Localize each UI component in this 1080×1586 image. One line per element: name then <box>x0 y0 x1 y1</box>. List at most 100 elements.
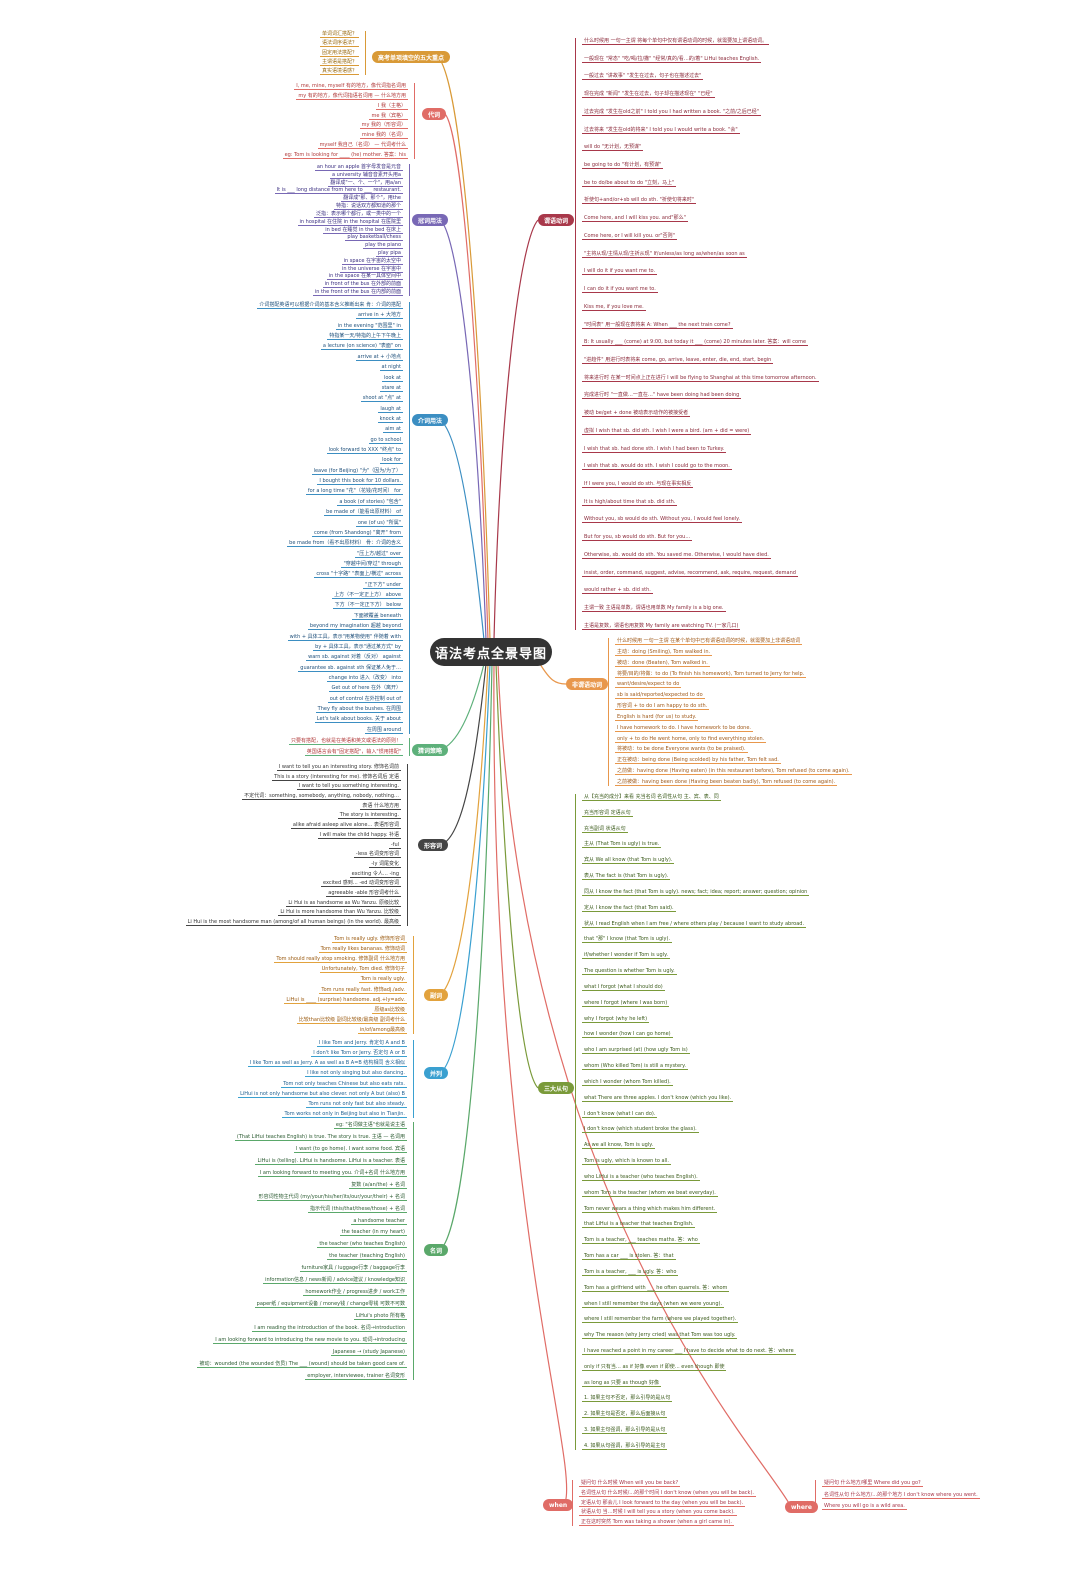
leaf-node[interactable]: 之前做：having done (Having eaten) (in this … <box>615 768 852 776</box>
leaf-node[interactable]: in the front of the bus 在内部的前面 <box>312 289 403 296</box>
leaf-node[interactable]: 比较than比较级 副词比较级/最高级 副词考什么 <box>296 1016 407 1024</box>
leaf-node[interactable]: as long as 只要 as though 好像 <box>582 1379 662 1387</box>
leaf-node[interactable]: a book (of stories) "包含" <box>337 498 403 506</box>
branch-parallel[interactable]: 并列 <box>424 1067 449 1079</box>
leaf-node[interactable]: (That LiHui teaches English) is true. Th… <box>234 1133 407 1141</box>
leaf-node[interactable]: Tom has a girlfriend with ___ he often q… <box>582 1284 730 1292</box>
leaf-node[interactable]: 不定代词：something, somebody, anything, nobo… <box>242 793 401 801</box>
leaf-node[interactable]: 主谓一致 主语是单数，谓语也用单数 My family is a big one… <box>582 605 726 612</box>
leaf-node[interactable]: cross "十字路" "表面上/横过" across <box>314 571 403 579</box>
leaf-node[interactable]: "正下方" under <box>363 581 403 589</box>
leaf-node[interactable]: play pipa <box>376 249 403 257</box>
leaf-node[interactable]: 语法词序语法？ <box>319 40 359 48</box>
leaf-node[interactable]: 疑问句 什么时候 When will you be back? <box>579 1480 681 1487</box>
leaf-node[interactable]: only + to do He went home, only to find … <box>615 735 767 743</box>
leaf-node[interactable]: change into 进入（改变） into <box>326 674 403 682</box>
leaf-node[interactable]: I have reached a point in my career ___ … <box>582 1347 796 1355</box>
leaf-node[interactable]: 宾从 We all know (that Tom is ugly). <box>582 857 675 865</box>
leaf-node[interactable]: 1. 如果主句不否定，那么引导的是从句 <box>582 1395 673 1403</box>
leaf-node[interactable]: Kiss me, if you love me. <box>582 303 646 311</box>
leaf-node[interactable]: But for you, sb would do sth. But for yo… <box>582 534 693 542</box>
leaf-node[interactable]: arrive at + 小地点 <box>355 353 403 361</box>
leaf-node[interactable]: paper纸 / equipment设备 / money钱 / change零钱… <box>254 1301 407 1309</box>
leaf-node[interactable]: 正在这时突然 Tom was taking a shower (when a g… <box>579 1519 734 1526</box>
leaf-node[interactable]: I want to tell you an interesting story.… <box>276 764 401 771</box>
leaf-node[interactable]: I am looking forward to meeting you. 介词+… <box>257 1169 407 1177</box>
leaf-node[interactable]: Let's talk about books. 关于 about <box>314 716 403 724</box>
leaf-node[interactable]: 翻译成"那、那个"，用the <box>341 195 403 203</box>
leaf-node[interactable]: Tom works not only in Beijing but also i… <box>282 1110 407 1118</box>
leaf-node[interactable]: The story is interesting. <box>337 812 401 820</box>
leaf-node[interactable]: 单词词汇搭配？ <box>319 31 359 38</box>
leaf-node[interactable]: will do "无计划，无预谋" <box>582 144 644 152</box>
leaf-node[interactable]: play the piano <box>363 242 403 250</box>
branch-adverb[interactable]: 副词 <box>424 989 449 1001</box>
leaf-node[interactable]: at night <box>379 364 403 372</box>
leaf-node[interactable]: 名词性从句 什么时候/…的那个时间 I don't know (when you… <box>579 1489 756 1497</box>
leaf-node[interactable]: 固定用法搭配？ <box>319 49 359 57</box>
leaf-node[interactable]: Come here, and I will kiss you. and"那么" <box>582 215 688 223</box>
branch-clauses[interactable]: 三大从句 <box>538 1082 575 1094</box>
leaf-node[interactable]: Otherwise, sb. would do sth. You saved m… <box>582 551 771 559</box>
leaf-node[interactable]: Tom is a teacher, ___ is ugly. 答：who <box>582 1268 679 1276</box>
leaf-node[interactable]: I will make the child happy. 补语 <box>317 831 401 839</box>
leaf-node[interactable]: leave (for Beijing) "为"（因为/为了） <box>311 467 403 475</box>
leaf-node[interactable]: with + 具体工具，表示"用某物使用" 伴随着 with <box>287 633 403 641</box>
leaf-node[interactable]: I don't know (what I can do). <box>582 1110 658 1118</box>
leaf-node[interactable]: 下方（不一定正下方） below <box>332 602 403 610</box>
leaf-node[interactable]: I want to tell you something interesting… <box>296 783 401 791</box>
leaf-node[interactable]: -ly 词尾变化 <box>369 860 401 868</box>
leaf-node[interactable]: for a long time "花"（花钱/花时间） for <box>305 488 403 496</box>
leaf-node[interactable]: I don't know (which student broke the gl… <box>582 1126 699 1134</box>
leaf-node[interactable]: why The reason (why Jerry cried) was tha… <box>582 1332 738 1340</box>
leaf-node[interactable]: Tom is ugly, which is known to all. <box>582 1158 671 1166</box>
leaf-node[interactable]: why I forgot (why he left) <box>582 1015 650 1023</box>
leaf-node[interactable]: 形容词 + to do I am happy to do sth. <box>615 703 710 711</box>
leaf-node[interactable]: 一般过去 "讲故事" "发生在过去，句子也在描述过去" <box>582 73 704 81</box>
leaf-node[interactable]: It is high/about time that sb. did sth. <box>582 498 678 506</box>
leaf-node[interactable]: I have homework to do. I have homework t… <box>615 724 754 732</box>
leaf-node[interactable]: They fly about the bushes. 在周围 <box>315 706 403 714</box>
leaf-node[interactable]: play basketball/chess <box>345 234 403 242</box>
leaf-node[interactable]: 疑问句 什么地方/哪里 Where did you go? <box>822 1480 923 1487</box>
leaf-node[interactable]: look for <box>380 457 403 465</box>
leaf-node[interactable]: what There are three apples. I don't kno… <box>582 1094 734 1102</box>
leaf-node[interactable]: I 我（主格） <box>375 102 408 110</box>
leaf-node[interactable]: It is ___ long distance from here to ___… <box>274 187 403 195</box>
leaf-node[interactable]: "时间表" 用一般现在表将来 A: When ___ the next trai… <box>582 321 733 329</box>
leaf-node[interactable]: 泛指：表示哪个都行，或一类中的一个 <box>313 210 403 218</box>
leaf-node[interactable]: laugh at <box>378 405 403 413</box>
leaf-node[interactable]: mine 我的（名词） <box>359 132 408 140</box>
leaf-node[interactable]: myself 我自己（名词） — 代词考什么 <box>317 142 408 150</box>
leaf-node[interactable]: Tom never wears a thing which makes him … <box>582 1205 718 1213</box>
leaf-node[interactable]: LiHui is not only handsome but also clev… <box>238 1090 407 1098</box>
leaf-node[interactable]: guarantee sb. against sth 保证某人免于… <box>298 664 403 672</box>
leaf-node[interactable]: only if 只有当… as if 好像 even if 即使… even t… <box>582 1363 727 1371</box>
branch-where[interactable]: where <box>785 1501 818 1513</box>
leaf-node[interactable]: my 有的地方，像代词指语名词用 — 什么地方用 <box>296 92 408 100</box>
leaf-node[interactable]: "压上方/越过" over <box>354 550 403 558</box>
leaf-node[interactable]: 特指：说话双方都知道的那个 <box>333 203 403 211</box>
leaf-node[interactable]: 定语从句 那会儿 I look forward to the day (when… <box>579 1499 746 1507</box>
leaf-node[interactable]: where I still remember the farm (where w… <box>582 1316 739 1324</box>
leaf-node[interactable]: 过去完成 "发生在old之前" I told you I had written… <box>582 108 762 116</box>
leaf-node[interactable]: whom Tom is the teacher (whom we beat ev… <box>582 1189 718 1197</box>
leaf-node[interactable]: I like Tom as well as Jerry. A as well a… <box>247 1060 407 1068</box>
leaf-node[interactable]: Tom runs not only fast but also steady. <box>306 1100 407 1108</box>
leaf-node[interactable]: Get out of here 在外（离开） <box>329 685 403 693</box>
leaf-node[interactable]: I don't like Tom or Jerry. 否定句 A or B <box>311 1050 407 1058</box>
leaf-node[interactable]: insist, order, command, suggest, advise,… <box>582 569 798 577</box>
leaf-node[interactable]: who LiHui is a teacher (who teaches Engl… <box>582 1173 700 1181</box>
leaf-node[interactable]: I am looking forward to introducing the … <box>213 1336 407 1344</box>
leaf-node[interactable]: 介词搭配英语可以根据介词的基本含义推断出来 肯：介词的搭配 <box>257 302 403 309</box>
leaf-node[interactable]: 什么时候用 一句一主谓 在某个单句中已有谓语动词的时候，就需要加上非谓语动词 <box>615 638 803 645</box>
leaf-node[interactable]: the teacher (in my heart) <box>339 1229 407 1237</box>
branch-when[interactable]: when <box>543 1499 574 1511</box>
leaf-node[interactable]: by + 具体工具，表示"通过某方式" by <box>313 643 403 651</box>
leaf-node[interactable]: eg: "名词做主语"也就是说主语 <box>333 1122 407 1129</box>
leaf-node[interactable]: 在周围 around <box>364 726 403 734</box>
leaf-node[interactable]: 正在被动：being done (Being scolded) by his f… <box>615 757 781 765</box>
root-node[interactable]: 语法考点全景导图 <box>430 638 552 666</box>
branch-article[interactable]: 冠词用法 <box>412 214 449 226</box>
leaf-node[interactable]: Tom is a teacher, ___ teaches maths. 答：w… <box>582 1237 700 1245</box>
